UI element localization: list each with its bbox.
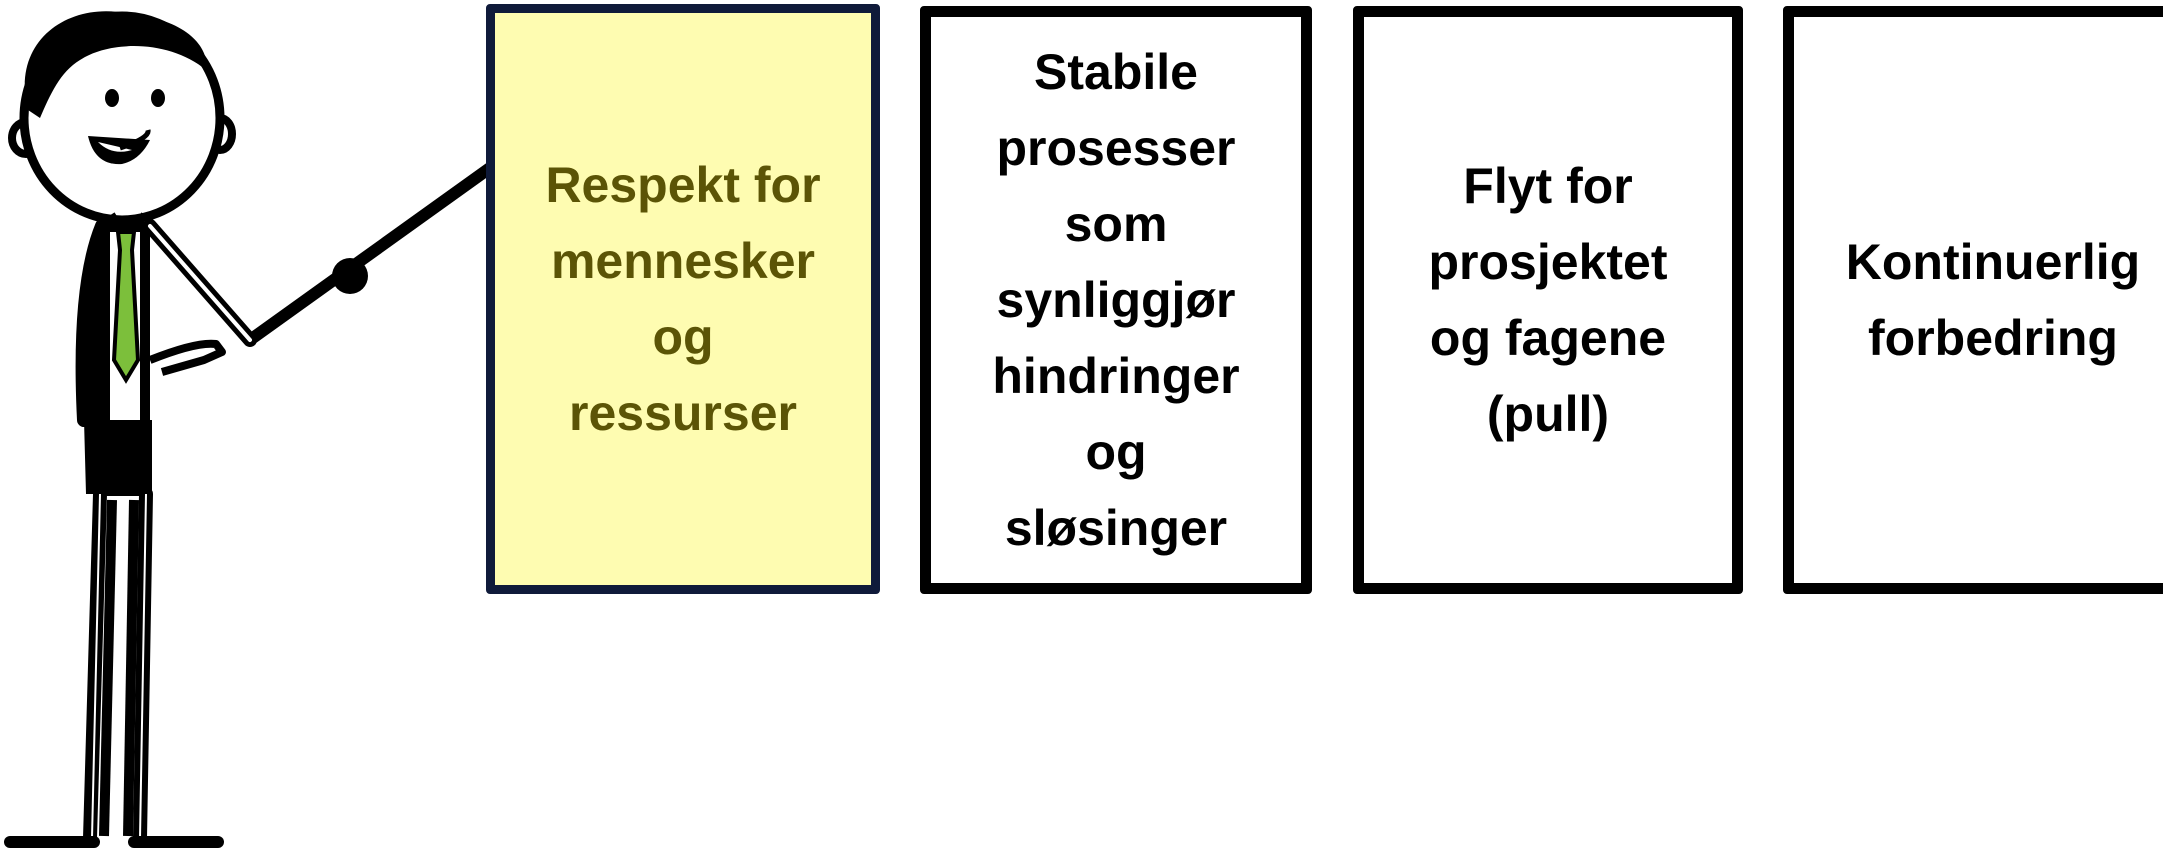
torso xyxy=(83,212,152,496)
left-arm xyxy=(75,219,226,427)
presenter-figure-icon xyxy=(4,11,520,848)
principle-card-continuous-improvement: Kontinuerlig forbedring xyxy=(1783,6,2163,594)
card-text: Respekt for mennesker og ressurser xyxy=(545,157,821,441)
principle-card-stable-processes: Stabile prosesser som synliggjør hindrin… xyxy=(920,6,1312,594)
principle-card-flow: Flyt for prosjektet og fagene (pull) xyxy=(1353,6,1743,594)
legs xyxy=(4,487,224,848)
head xyxy=(8,11,236,225)
card-text: Stabile prosesser som synliggjør hindrin… xyxy=(992,44,1240,556)
pointer-stick xyxy=(244,138,520,346)
principle-card-respect: Respekt for mennesker og ressurser xyxy=(486,4,880,594)
card-text: Flyt for prosjektet og fagene (pull) xyxy=(1428,158,1668,442)
pointing-arm xyxy=(143,219,257,347)
card-text: Kontinuerlig forbedring xyxy=(1845,234,2141,366)
